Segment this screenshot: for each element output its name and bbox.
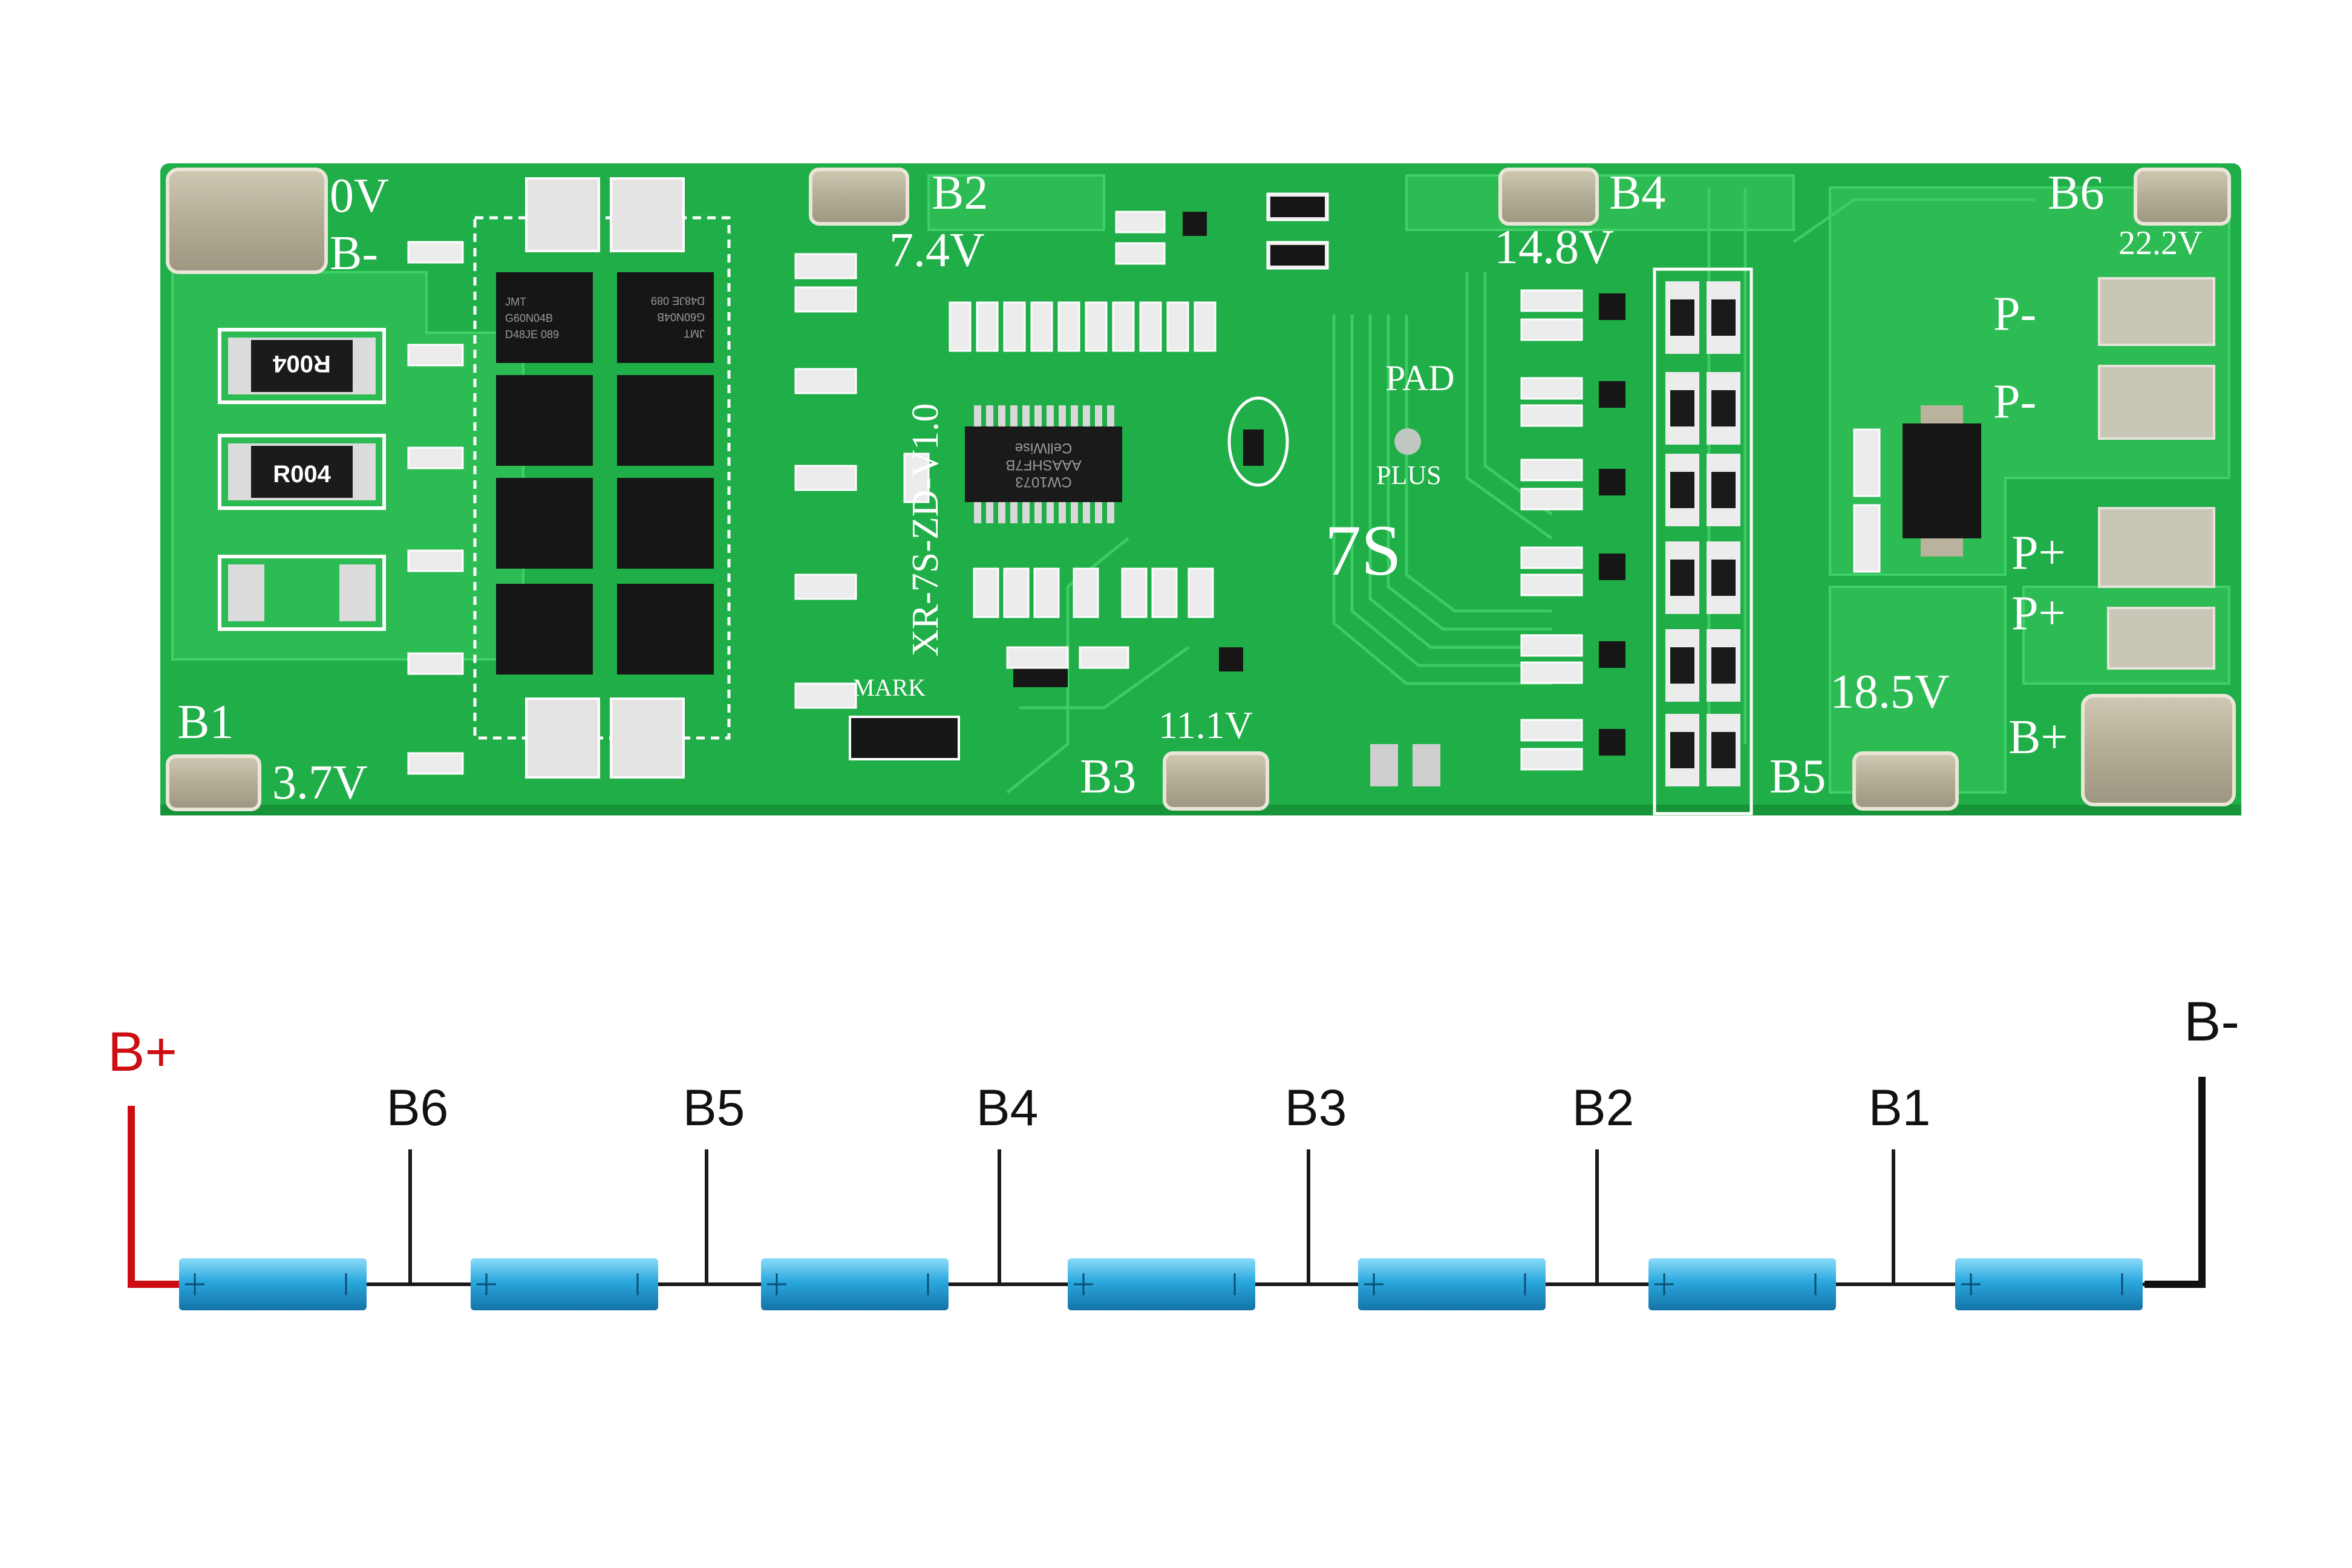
tap-label-b3: B3 [1285,1079,1347,1136]
pad-b-minus [166,168,328,274]
pad-b-plus [2081,694,2236,806]
solder-pads [166,168,2236,811]
label-p-plus-1: P+ [2011,526,2066,580]
pad-p-minus-1 [2098,277,2215,346]
battery-cell [179,1258,367,1310]
label-b6: B6 [2048,166,2104,220]
b-plus-label: B+ [108,1021,177,1083]
tap-label-b4: B4 [976,1079,1039,1136]
mosfet-chips-right [617,272,714,675]
balance-resistor-array [1653,267,1753,815]
ic-marking: CW1073 AAASHF7B CellWise [1005,440,1081,490]
shunt-resistors [218,328,386,631]
label-3-7v: 3.7V [272,756,368,809]
balance-transistors [1599,293,1625,756]
battery-cell [1648,1258,1836,1310]
label-22-2v: 22.2V [2118,224,2202,262]
label-b-plus: B+ [2008,711,2068,764]
label-b1: B1 [177,696,234,749]
battery-cell [1358,1258,1546,1310]
pad-p-plus-2 [2107,607,2215,670]
svg-text:D48JE 089: D48JE 089 [505,328,559,341]
svg-text:CellWise: CellWise [1015,440,1073,456]
tap-label-b6: B6 [387,1079,449,1136]
battery-cell [1068,1258,1255,1310]
battery-cell [471,1258,658,1310]
label-mark: MARK [853,674,926,701]
pad-b4 [1498,168,1599,226]
svg-text:CW1073: CW1073 [1015,474,1071,490]
battery-cell [1955,1258,2143,1310]
label-p-minus-1: P- [1993,287,2036,341]
shunt-2-label: R004 [273,461,331,488]
balance-tap-labels: B6 B5 B4 B3 B2 B1 [387,1079,1931,1136]
pad-b6 [2134,168,2231,226]
b-plus-lead [128,1106,181,1288]
label-p-minus-2: P- [1993,375,2036,428]
label-pad: PAD [1385,358,1455,398]
b-minus-lead [2145,1077,2206,1288]
silkscreen-labels: 0V B- B1 3.7V B2 7.4V B3 11.1V B4 14.8V … [177,166,2202,809]
label-0v: 0V [330,169,389,223]
label-b-minus: B- [330,227,378,280]
label-18-5v: 18.5V [1830,665,1950,719]
svg-text:AAASHF7B: AAASHF7B [1005,457,1081,473]
pad-p-plus-1 [2098,507,2215,588]
svg-text:G60N04B: G60N04B [657,311,705,323]
tap-label-b1: B1 [1869,1079,1931,1136]
label-plus: PLUS [1376,460,1442,490]
svg-text:JMT: JMT [684,327,705,339]
pad-b1 [166,754,261,811]
pad-b3 [1163,751,1269,811]
cell-wiring-diagram: B+ B- B6 B5 B4 B3 B2 B1 [108,991,2239,1310]
label-b4: B4 [1609,166,1665,220]
label-b5: B5 [1769,750,1826,803]
mosfet-markings-left: JMT G60N04B D48JE 089 [505,296,559,341]
balance-tap-wires [408,1149,1895,1284]
b-minus-label: B- [2184,991,2239,1053]
mosfet-markings-right: JMT G60N04B D48JE 089 [651,295,705,339]
smd-components [407,192,1981,786]
label-model: XR-7S-ZD-V1.0 [905,403,946,656]
label-b3: B3 [1080,750,1136,803]
pad-p-minus-2 [2098,365,2215,440]
mosfet-chips-left [496,272,593,675]
pad-b2 [809,168,909,226]
svg-text:G60N04B: G60N04B [505,312,553,324]
tap-label-b5: B5 [683,1079,745,1136]
pad-b5 [1852,751,1959,811]
label-7-4v: 7.4V [889,224,985,277]
svg-text:D48JE 089: D48JE 089 [651,295,705,307]
svg-text:JMT: JMT [505,296,526,308]
label-11-1v: 11.1V [1158,704,1253,746]
bms-pcb-board: R004 R004 JMT G60N04B D48JE 089 JMT G60N… [160,163,2241,815]
shunt-1-label: R004 [272,350,330,377]
label-p-plus-2: P+ [2011,587,2066,640]
label-14-8v: 14.8V [1494,221,1614,274]
mosfet-array [473,177,731,779]
label-b2: B2 [932,166,988,220]
battery-cell [761,1258,949,1310]
bms-ic [965,405,1122,523]
label-7s: 7S [1325,510,1402,590]
tap-label-b2: B2 [1572,1079,1635,1136]
battery-cells [179,1258,2143,1310]
